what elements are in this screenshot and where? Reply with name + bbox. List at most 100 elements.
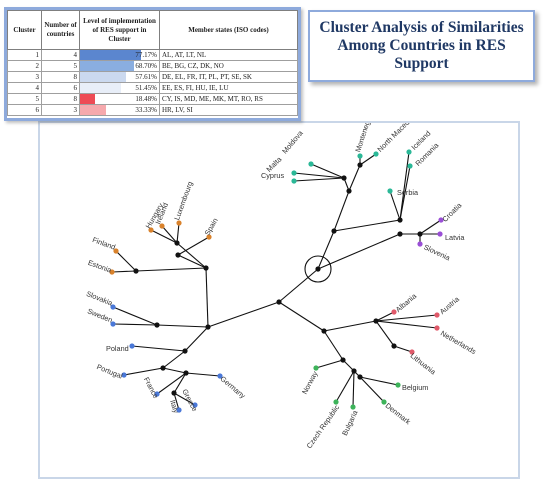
leaf-dot-c2 [395, 382, 401, 388]
country-label: Latvia [445, 233, 465, 242]
cell-members: BE, BG, CZ, DK, NO [159, 60, 298, 72]
tree-branch [310, 163, 345, 179]
root-ring [304, 255, 332, 283]
tree-branch [112, 323, 158, 326]
tree-branch [176, 242, 207, 269]
country-label: Slovenia [422, 242, 452, 262]
country-label: Sweden [86, 306, 114, 324]
level-value: 68.70% [135, 61, 157, 70]
leaf-dot-c3 [121, 372, 127, 378]
leaf-dot-c3 [176, 407, 182, 413]
tree-branch [112, 306, 158, 326]
tree-branch [177, 254, 207, 269]
country-label: Greece [180, 387, 199, 412]
tree-branch [293, 177, 345, 182]
tree-node [205, 324, 211, 330]
leaf-dot-c5 [373, 151, 379, 157]
tree-branch [359, 376, 399, 386]
leaf-dot-c4 [176, 220, 182, 226]
leaf-dot-c3 [110, 321, 116, 327]
country-label: Norway [300, 369, 320, 395]
country-label: Poland [106, 344, 129, 353]
tree-branch [162, 350, 186, 369]
leaf-dot-c5 [407, 163, 413, 169]
tree-node [183, 370, 189, 376]
tree-branch [185, 372, 221, 377]
cell-count: 6 [41, 82, 80, 94]
cell-count: 5 [41, 60, 80, 72]
tree-branch [419, 219, 442, 235]
country-label: Finland [91, 235, 117, 252]
tree-node [340, 357, 346, 363]
cell-members: AL, AT, LT, NL [159, 49, 298, 61]
leaf-dot-c3 [217, 373, 223, 379]
level-bar [80, 50, 141, 60]
country-label: Belgium [402, 383, 428, 392]
tree-branch [207, 301, 280, 328]
level-value: 33.33% [135, 105, 157, 114]
tree-branch [399, 151, 410, 221]
tree-branch [352, 370, 355, 408]
level-bar [80, 72, 126, 82]
cell-members: DE, EL, FR, IT, PL, PT, SE, SK [159, 71, 298, 83]
tree-branch [375, 314, 438, 322]
tree-branch [162, 367, 187, 374]
tree-node [174, 240, 180, 246]
country-label: Lithuania [409, 351, 439, 377]
cluster-table: Cluster Number of countries Level of imp… [7, 10, 298, 116]
country-label: Estonia [87, 258, 114, 275]
leaf-dot-c2 [313, 365, 319, 371]
tree-branch [335, 370, 355, 403]
tree-node [203, 265, 209, 271]
tree-branch [333, 219, 401, 232]
tree-branch [135, 267, 207, 272]
level-bar [80, 83, 121, 93]
leaf-dot-c4 [113, 248, 119, 254]
cell-count: 3 [41, 104, 80, 116]
tree-branch [315, 359, 344, 369]
tree-branch [333, 190, 350, 232]
tree-branch [323, 330, 344, 361]
country-label: Portugal [95, 362, 124, 381]
tree-branch [173, 372, 187, 394]
tree-branch [161, 225, 178, 244]
leaf-dot-c3 [110, 304, 116, 310]
country-label: Croatia [440, 200, 464, 224]
tree-branch [176, 222, 180, 244]
page-title: Cluster Analysis of Similarities Among C… [319, 19, 524, 72]
tree-branch [375, 311, 395, 322]
tree-node [346, 188, 352, 194]
tree-branch [317, 233, 401, 270]
tree-node [175, 252, 181, 258]
tree-branch [317, 230, 335, 270]
tree-branch [359, 376, 385, 403]
leaf-dot-c5 [291, 178, 297, 184]
tree-branch [173, 392, 180, 411]
tree-node [171, 390, 177, 396]
level-value: 77.17% [135, 50, 157, 59]
cell-count: 4 [41, 49, 80, 61]
tree-branch [115, 250, 137, 272]
header-members: Member states (ISO codes) [159, 10, 298, 50]
country-label: Italy [168, 399, 181, 415]
tree-branch [399, 165, 411, 221]
leaf-dot-c1 [434, 325, 440, 331]
tree-branch [173, 392, 196, 406]
country-label: Cyprus [261, 171, 284, 180]
header-cluster: Cluster [7, 10, 42, 50]
leaf-dot-c5 [387, 188, 393, 194]
tree-branch [177, 236, 210, 256]
country-label: Montenegro [353, 123, 374, 153]
tree-branch [131, 345, 186, 352]
cell-cluster: 4 [7, 82, 42, 94]
country-label: Luxembourg [172, 180, 194, 221]
tree-node [341, 175, 347, 181]
cell-level: 18.48% [79, 93, 160, 105]
leaf-dot-c4 [206, 234, 212, 240]
tree-branch [156, 324, 209, 328]
leaf-dot-c3 [154, 391, 160, 397]
